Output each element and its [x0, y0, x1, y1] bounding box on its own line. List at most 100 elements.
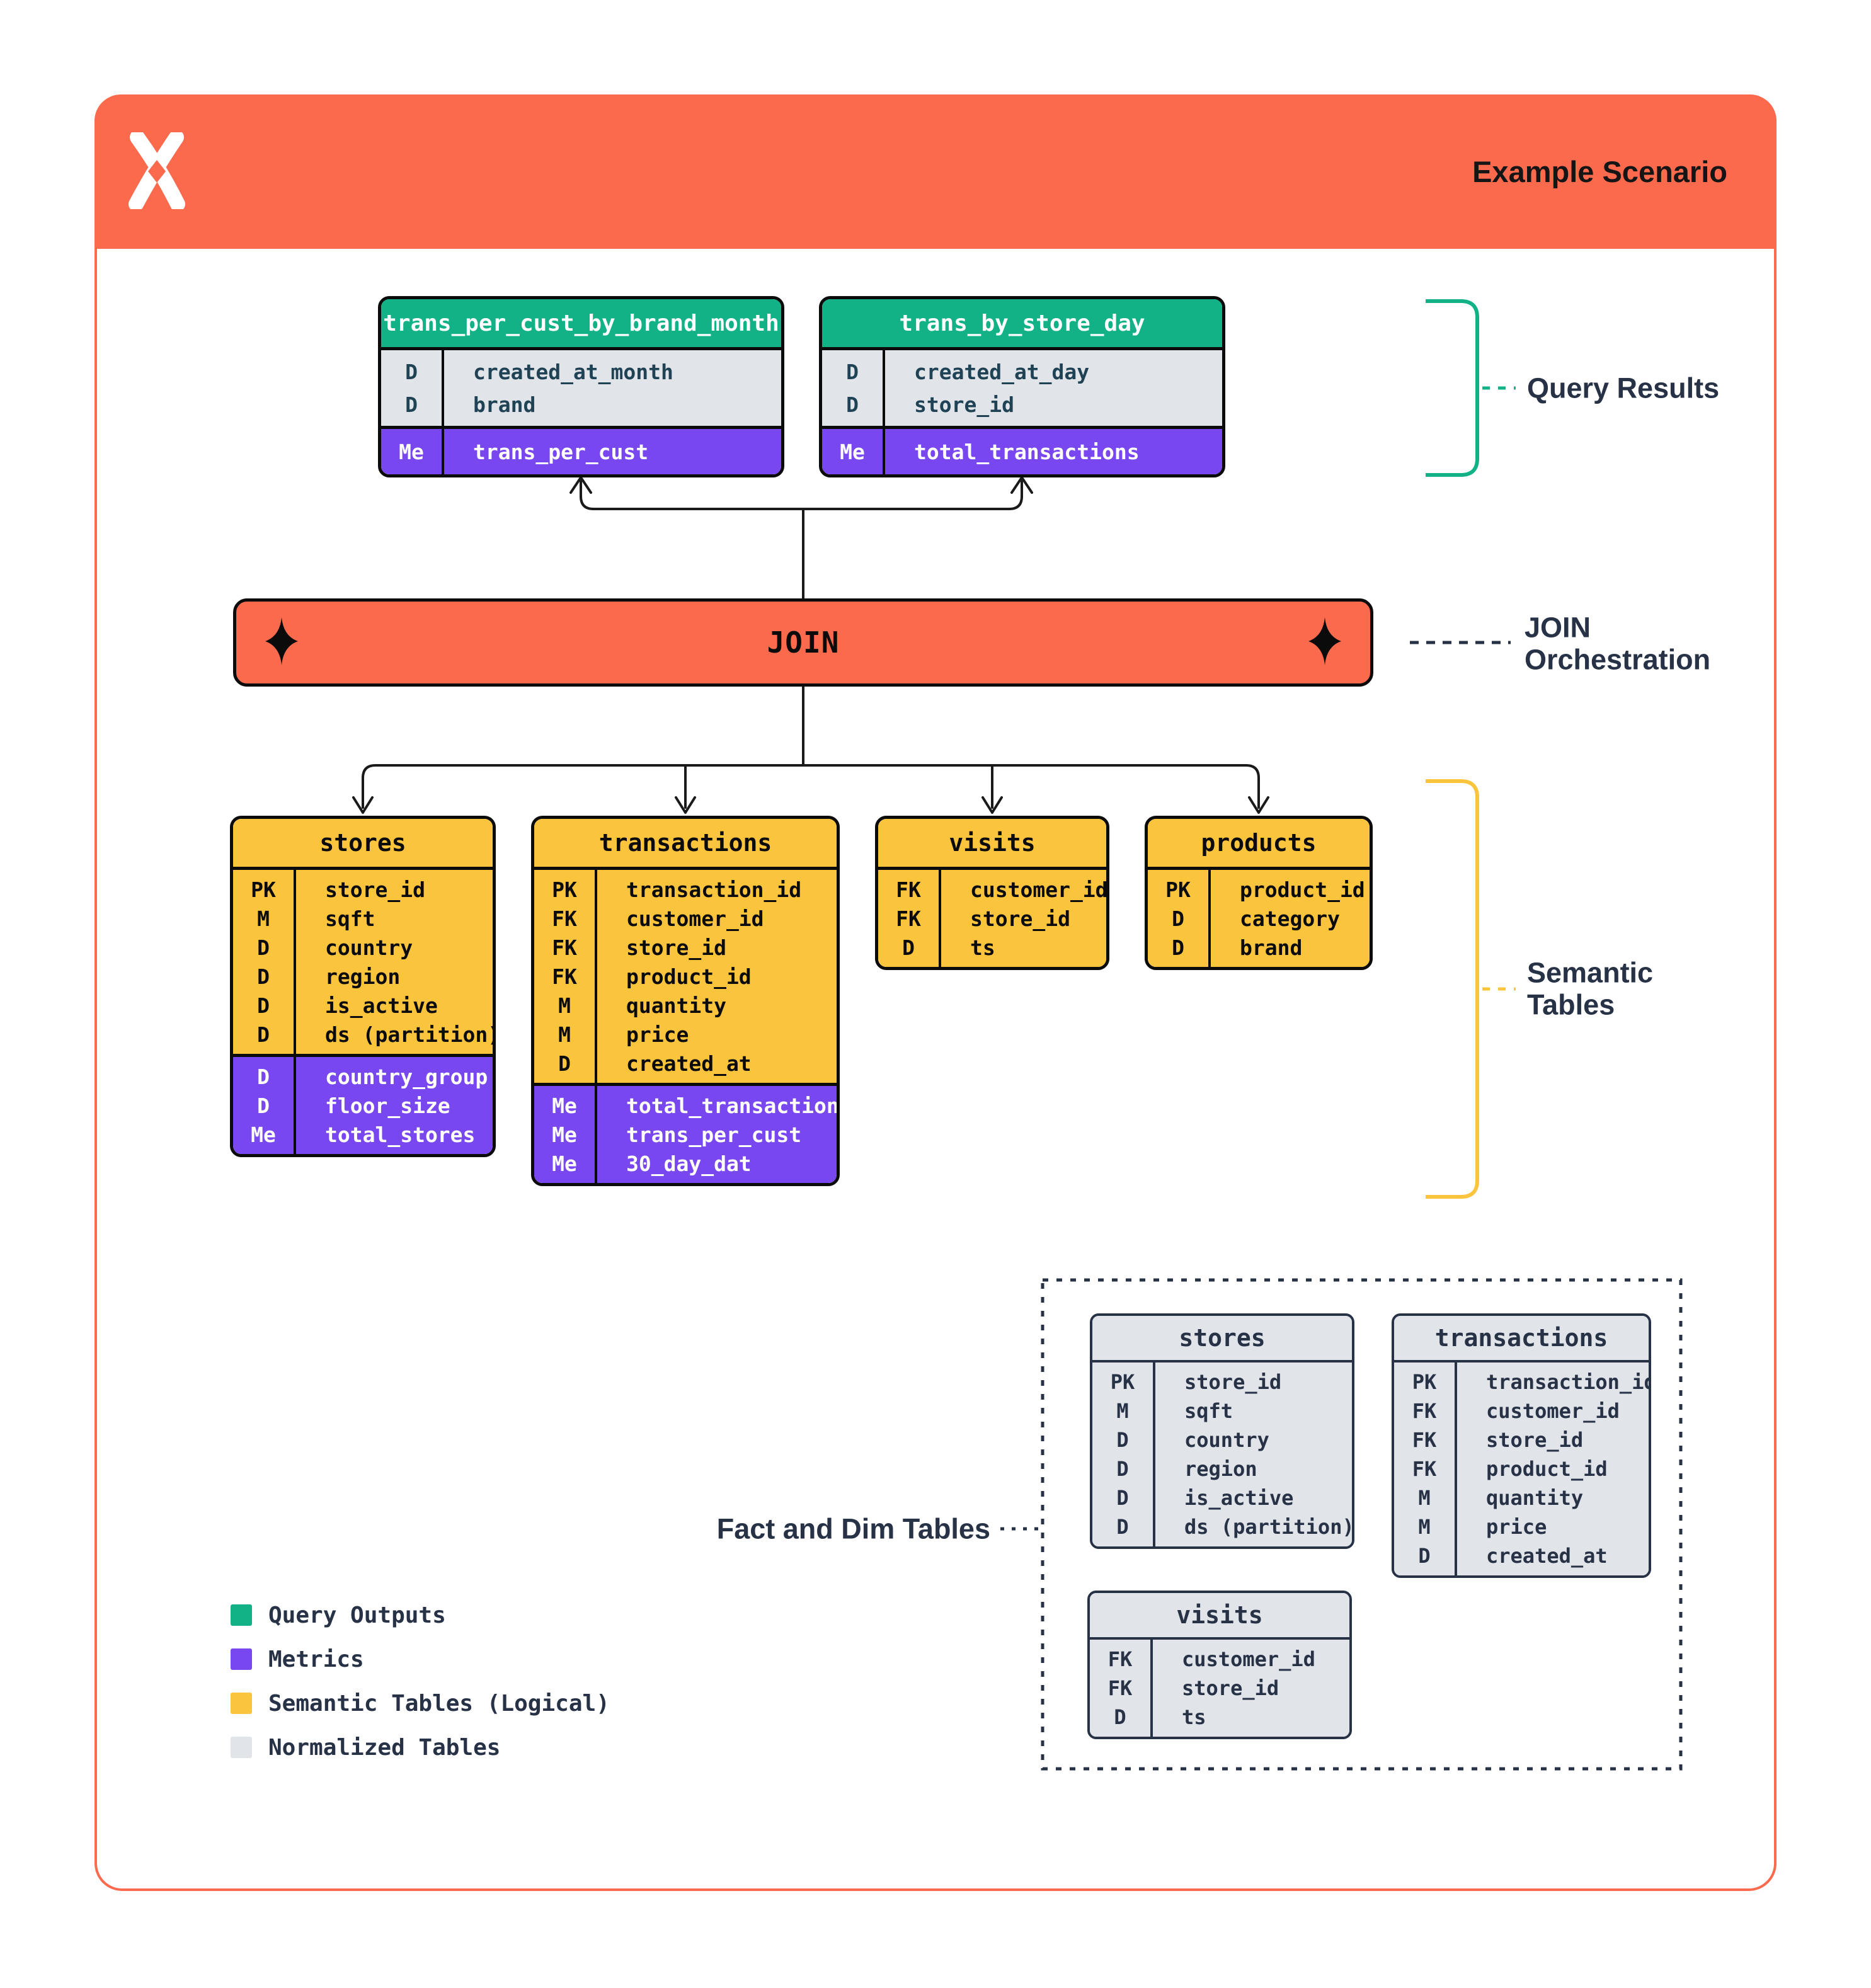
table-row: M quantity	[1394, 1483, 1649, 1512]
row-key: M	[558, 1022, 571, 1047]
table-title: stores	[1092, 1316, 1352, 1360]
row-key: Me	[552, 1093, 577, 1118]
row-field: product_id	[1240, 877, 1365, 902]
table-row: PK store_id	[233, 875, 493, 904]
row-field: customer_id	[1486, 1399, 1620, 1423]
table-row: M sqft	[233, 904, 493, 933]
table-row: D brand	[381, 388, 781, 421]
table-row: PK product_id	[1148, 875, 1370, 904]
table-row: FK store_id	[878, 904, 1106, 933]
row-key: D	[257, 1022, 270, 1047]
row-key: FK	[896, 877, 921, 902]
row-field: product_id	[1486, 1457, 1608, 1481]
table-row: FK customer_id	[1090, 1645, 1349, 1674]
row-key: M	[1418, 1486, 1431, 1510]
row-field: store_id	[1184, 1370, 1282, 1394]
row-field: total_stores	[325, 1122, 476, 1147]
row-field: store_id	[970, 906, 1070, 931]
annotation-query-results: Query Results	[1527, 372, 1720, 404]
row-key: D	[1172, 906, 1184, 931]
row-field: ts	[970, 935, 995, 960]
table-row: D ds (partition)	[1092, 1512, 1352, 1541]
table-row: D created_at	[534, 1049, 837, 1078]
table-title: transactions	[1394, 1316, 1649, 1360]
legend-swatch-purple-icon	[231, 1648, 252, 1670]
row-key: FK	[552, 906, 577, 931]
row-field: floor_size	[325, 1093, 450, 1118]
table-row: Me trans_per_cust	[381, 434, 781, 469]
row-field: country_group	[325, 1064, 488, 1089]
table-row: PK transaction_id	[1394, 1368, 1649, 1397]
table-row: M price	[1394, 1512, 1649, 1541]
row-field: transaction_id	[1486, 1370, 1651, 1394]
table-row: FK store_id	[534, 933, 837, 962]
row-key: FK	[552, 935, 577, 960]
row-field: trans_per_cust	[473, 439, 649, 464]
row-field: brand	[473, 392, 536, 417]
row-key: Me	[251, 1122, 276, 1147]
row-field: transaction_id	[626, 877, 802, 902]
column-rows: PK store_id M sqft D country D region D …	[233, 867, 493, 1054]
table-title: transactions	[534, 819, 837, 867]
legend-item-query-outputs: Query Outputs	[231, 1601, 610, 1629]
table-row: FK store_id	[1394, 1425, 1649, 1454]
row-key: FK	[1412, 1457, 1437, 1481]
metric-rows: Me trans_per_cust	[381, 426, 781, 474]
table-row: M price	[534, 1020, 837, 1049]
row-field: sqft	[325, 906, 375, 931]
row-field: store_id	[626, 935, 726, 960]
column-rows: PK store_id M sqft D country D region D …	[1092, 1360, 1352, 1546]
legend-label: Metrics	[268, 1646, 364, 1672]
row-key: D	[1172, 935, 1184, 960]
row-field: created_at_day	[914, 359, 1090, 384]
table-title: stores	[233, 819, 493, 867]
table-row: D brand	[1148, 933, 1370, 962]
metric-rows: Me total_transactions Me trans_per_cust …	[534, 1083, 837, 1183]
table-row: PK transaction_id	[534, 875, 837, 904]
join-label: JOIN	[767, 626, 840, 660]
row-key: D	[902, 935, 915, 960]
row-field: created_at	[1486, 1544, 1608, 1568]
table-row: Me 30_day_dat	[534, 1149, 837, 1178]
legend-item-normalized-tables: Normalized Tables	[231, 1734, 610, 1761]
legend-swatch-yellow-icon	[231, 1693, 252, 1714]
semantic-table-transactions: transactions PK transaction_id FK custom…	[531, 816, 840, 1186]
row-key: FK	[1107, 1676, 1133, 1700]
row-field: sqft	[1184, 1399, 1233, 1423]
table-title: trans_by_store_day	[822, 299, 1222, 347]
table-row: D category	[1148, 904, 1370, 933]
page-title: Example Scenario	[1472, 155, 1727, 188]
row-field: created_at	[626, 1051, 752, 1076]
row-field: store_id	[1486, 1428, 1584, 1452]
legend-swatch-gray-icon	[231, 1737, 252, 1758]
table-row: FK customer_id	[1394, 1397, 1649, 1425]
metric-rows: Me total_transactions	[822, 426, 1222, 474]
row-key: PK	[1412, 1370, 1437, 1394]
legend: Query Outputs Metrics Semantic Tables (L…	[231, 1601, 610, 1761]
table-title: trans_per_cust_by_brand_month	[381, 299, 781, 347]
row-field: product_id	[626, 964, 752, 989]
row-key: D	[1116, 1515, 1129, 1539]
dimension-rows: D created_at_month D brand	[381, 347, 781, 426]
semantic-table-visits: visits FK customer_id FK store_id D ts	[875, 816, 1109, 970]
table-row: D is_active	[233, 991, 493, 1020]
row-field: store_id	[325, 877, 425, 902]
column-rows: FK customer_id FK store_id D ts	[1090, 1637, 1349, 1737]
row-key: D	[405, 359, 418, 384]
row-field: brand	[1240, 935, 1303, 960]
legend-swatch-green-icon	[231, 1604, 252, 1626]
row-field: ds (partition)	[1184, 1515, 1354, 1539]
join-orchestration-bar: JOIN	[233, 598, 1373, 687]
row-field: trans_per_cust	[626, 1122, 802, 1147]
table-row: FK product_id	[1394, 1454, 1649, 1483]
sparkle-icon	[1308, 617, 1341, 668]
query-result-table-trans-by-store-day: trans_by_store_day D created_at_day D st…	[819, 296, 1225, 477]
query-result-table-trans-per-cust-by-brand-month: trans_per_cust_by_brand_month D created_…	[378, 296, 784, 477]
row-field: price	[1486, 1515, 1547, 1539]
table-row: FK customer_id	[534, 904, 837, 933]
table-title: products	[1148, 819, 1370, 867]
table-row: FK store_id	[1090, 1674, 1349, 1703]
normalized-table-transactions: transactions PK transaction_id FK custom…	[1392, 1313, 1651, 1578]
row-key: FK	[1412, 1428, 1437, 1452]
table-row: Me total_stores	[233, 1120, 493, 1149]
